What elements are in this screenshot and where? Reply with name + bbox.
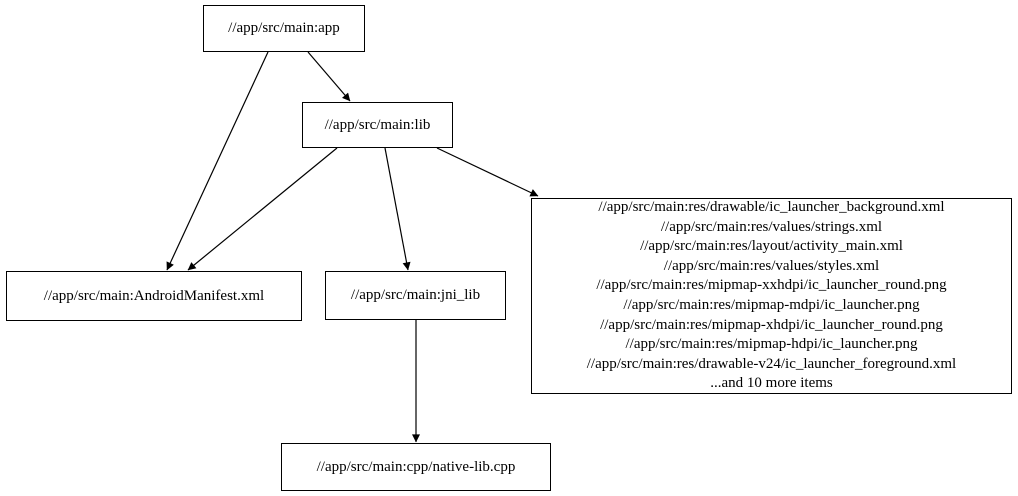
resource-line: //app/src/main:res/mipmap-hdpi/ic_launch… [625,336,918,353]
edge-lib-android-manifest [187,147,338,271]
node-resources-group: //app/src/main:res/drawable/ic_launcher_… [531,198,1012,394]
resource-line: //app/src/main:res/values/styles.xml [663,257,880,274]
node-app-label: //app/src/main:app [228,20,340,36]
node-native-lib-cpp-label: //app/src/main:cpp/native-lib.cpp [316,458,516,475]
edge-app-android-manifest [166,51,269,271]
node-jni-lib: //app/src/main:jni_lib [325,271,506,320]
resource-line: //app/src/main:res/mipmap-xxhdpi/ic_laun… [596,277,947,294]
node-lib-label: //app/src/main:lib [324,116,431,133]
resource-line: //app/src/main:res/mipmap-xhdpi/ic_launc… [600,316,943,333]
node-lib: //app/src/main:lib [302,102,453,148]
resource-line: //app/src/main:res/drawable/ic_launcher_… [598,199,945,216]
edge-lib-jni-lib [384,147,411,271]
resource-line: //app/src/main:res/layout/activity_main.… [640,238,903,255]
resource-line: //app/src/main:res/mipmap-mdpi/ic_launch… [623,297,920,313]
node-android-manifest: //app/src/main:AndroidManifest.xml [6,271,302,321]
node-native-lib-cpp: //app/src/main:cpp/native-lib.cpp [281,443,551,491]
node-app: //app/src/main:app [203,5,365,52]
node-android-manifest-label: //app/src/main:AndroidManifest.xml [43,287,265,304]
resource-line: //app/src/main:res/drawable-v24/ic_launc… [586,355,957,372]
resource-line-more-items: ...and 10 more items [710,375,833,392]
resource-line: //app/src/main:res/values/strings.xml [660,218,883,235]
edge-lib-resources [436,147,539,197]
edge-app-lib [307,51,351,102]
node-jni-lib-label: //app/src/main:jni_lib [350,287,481,303]
